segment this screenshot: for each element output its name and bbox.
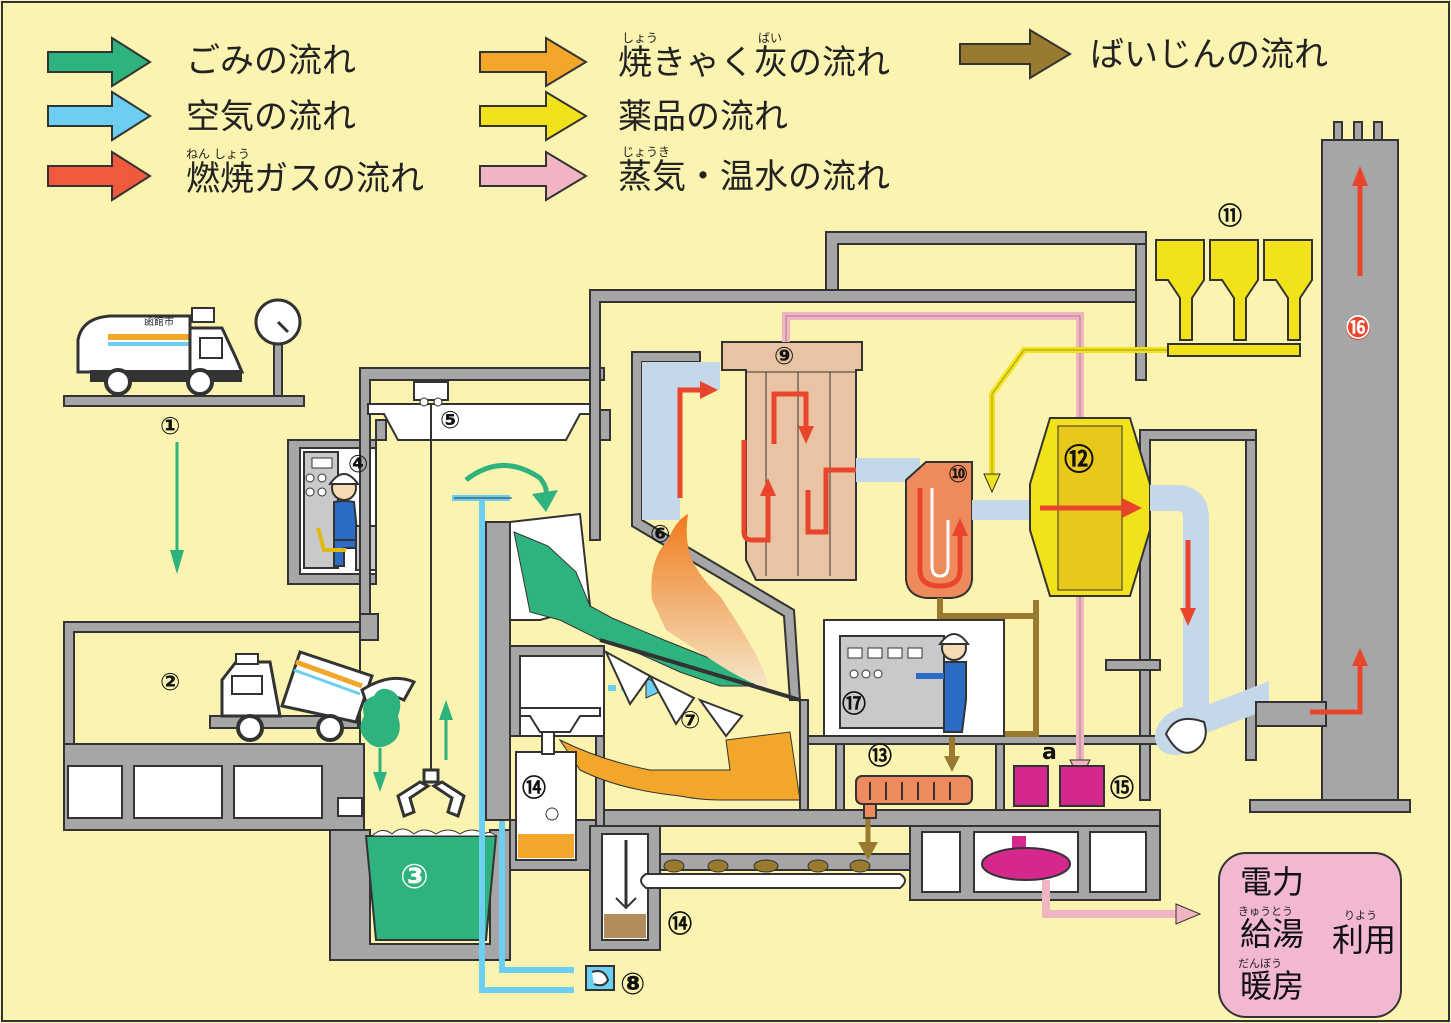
- heating-ruby: だんぼう: [1238, 957, 1282, 970]
- legend-ash-label: 焼きゃく灰の流れ: [618, 43, 890, 83]
- turbine: [981, 765, 1105, 881]
- power-label: 電力: [1240, 863, 1305, 901]
- dump-truck: [209, 650, 417, 748]
- ash-kneader: [855, 775, 973, 819]
- marker-8: ⑧: [620, 967, 646, 1002]
- heating-label: 暖房: [1240, 967, 1305, 1005]
- marker-13: ⑬: [868, 742, 892, 770]
- boiler-gas-flow: [741, 391, 880, 543]
- marker-14-ash-pit: ⑭: [668, 910, 692, 938]
- legend-arrows: [47, 28, 1072, 202]
- marker-6: ⑥: [650, 520, 671, 548]
- legend-chemicals-label: 薬品の流れ: [618, 97, 788, 137]
- marker-10: ⑩: [948, 460, 969, 488]
- marker-17: ⑰: [842, 690, 866, 718]
- marker-1: ①: [160, 412, 181, 440]
- marker-14-ash-bin: ⑭: [522, 774, 546, 802]
- ash-bin: [515, 707, 601, 861]
- stack: [1249, 121, 1411, 813]
- legend-air-label: 空気の流れ: [186, 97, 356, 137]
- legend-dust-label: ばいじんの流れ: [1090, 35, 1328, 75]
- ash-pit: [589, 825, 661, 951]
- marker-15: ⑮: [1110, 774, 1134, 802]
- crane-grab: [396, 768, 466, 819]
- marker-9: ⑨: [774, 342, 795, 370]
- marker-7: ⑦: [680, 706, 701, 734]
- chemical-silos: [1155, 239, 1313, 357]
- hot-water-label: 給湯: [1240, 915, 1305, 953]
- legend-combustion-ruby: ねん しょう: [186, 147, 250, 161]
- legend-combustion-gas-label: 燃焼ガスの流れ: [186, 159, 424, 199]
- marker-4: ④: [348, 450, 369, 478]
- hot-water-ruby: きゅうとう: [1238, 905, 1293, 918]
- legend-garbage-label: ごみの流れ: [186, 41, 356, 81]
- upper-building: [799, 231, 1257, 811]
- utilization-box: 電力 きゅうとう 給湯 だんぼう 暖房 りよう 利用: [1218, 852, 1402, 1018]
- bag-filter: [1029, 417, 1151, 597]
- marker-16: ⑯: [1346, 314, 1370, 342]
- legend-steam-ruby: じょうき: [622, 145, 671, 159]
- marker-11: ⑪: [1218, 202, 1242, 230]
- control-room: [823, 619, 1005, 737]
- economizer: [905, 461, 973, 599]
- legend-steam-label: 蒸気・温水の流れ: [618, 157, 890, 197]
- marker-5: ⑤: [440, 406, 461, 434]
- marker-3: ③: [400, 857, 429, 897]
- weighbridge: [63, 298, 305, 407]
- forced-draft-fan: [585, 965, 615, 991]
- truck-logo-text: 函館市: [144, 317, 174, 328]
- legend-ash-ruby-sho: しょう: [622, 31, 659, 45]
- legend-ash-ruby-bai: ばい: [758, 31, 783, 45]
- use-label: 利用: [1332, 921, 1397, 959]
- marker-12: ⑫: [1064, 443, 1094, 478]
- marker-2: ②: [160, 668, 181, 696]
- crane-rail: [367, 381, 601, 770]
- marker-a: a: [1042, 740, 1057, 765]
- use-ruby: りよう: [1344, 909, 1377, 922]
